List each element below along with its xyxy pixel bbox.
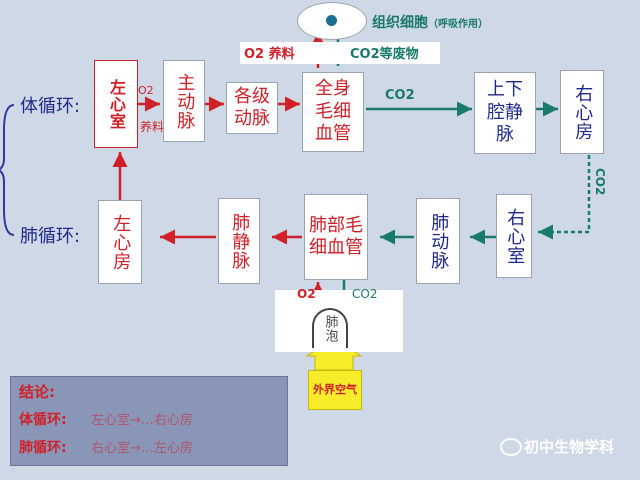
alveolus-co2-label: CO2: [352, 287, 378, 301]
wechat-icon: [500, 438, 522, 456]
systemic-circuit-label: 体循环:: [20, 96, 81, 117]
alveolus-label: 肺泡: [322, 315, 338, 343]
cell-nucleus: [326, 15, 337, 26]
co2-right-label: CO2: [593, 168, 607, 196]
right-ventricle-label: 右心室: [504, 207, 526, 265]
circuit-brace: [0, 104, 15, 236]
small-o2-label: O2: [138, 84, 154, 97]
o2-nutrients-label: O2 养料: [244, 47, 295, 62]
conclusion-panel: 结论: 体循环: 左心室→…右心房 肺循环: 右心室→…左心房: [10, 376, 288, 466]
conclusion-systemic-value: 左心室→…右心房: [91, 413, 193, 428]
pulmonary-circuit-label: 肺循环:: [20, 226, 81, 247]
aorta-label: 主动脉: [174, 72, 196, 130]
body-capillaries-box: 全身毛细血管: [302, 72, 364, 152]
right-atrium-label: 右心房: [572, 83, 594, 141]
arteries-box: 各级动脉: [226, 82, 278, 134]
watermark-text: 初中生物学科: [524, 438, 615, 456]
lung-capillaries-label: 肺部毛细血管: [309, 214, 363, 259]
conclusion-pulmonary-value: 右心室→…左心房: [91, 441, 193, 456]
cell-exchange-banner: [240, 42, 440, 64]
aorta-box: 主动脉: [163, 60, 205, 142]
tissue-cell-note: （呼吸作用）: [428, 19, 488, 30]
vena-cava-box: 上下腔静脉: [474, 72, 536, 154]
pulmonary-artery-label: 肺动脉: [428, 212, 450, 270]
arteries-label: 各级动脉: [234, 85, 270, 130]
conclusion-heading: 结论:: [19, 383, 55, 401]
left-ventricle-label: 左心室: [107, 78, 126, 130]
outside-air-box: 外界空气: [308, 370, 362, 410]
left-atrium-label: 左心房: [110, 213, 132, 271]
right-atrium-box: 右心房: [560, 70, 604, 154]
alveolus-o2-label: O2: [297, 287, 316, 301]
tissue-cell-title: 组织细胞（呼吸作用）: [372, 12, 488, 32]
outside-air-label: 外界空气: [313, 383, 357, 397]
body-capillaries-label: 全身毛细血管: [315, 78, 351, 145]
pulmonary-vein-box: 肺静脉: [218, 198, 260, 284]
conclusion-systemic-label: 体循环:: [19, 412, 67, 428]
co2-top-label: CO2: [385, 88, 415, 103]
pulmonary-artery-box: 肺动脉: [416, 198, 460, 284]
tissue-cell-title-text: 组织细胞: [372, 15, 428, 31]
alveolus-shape: 肺泡: [312, 308, 348, 348]
pulmonary-vein-label: 肺静脉: [229, 212, 251, 270]
small-nutrients-label: 养料: [140, 120, 165, 134]
lung-capillaries-box: 肺部毛细血管: [304, 194, 368, 280]
co2-waste-label: CO2等废物: [350, 47, 419, 62]
left-atrium-box: 左心房: [98, 200, 142, 284]
vena-cava-label: 上下腔静脉: [487, 79, 523, 146]
conclusion-pulmonary-label: 肺循环:: [19, 440, 67, 456]
left-ventricle-box: 左心室: [94, 60, 138, 148]
tissue-cell: [297, 2, 367, 40]
right-ventricle-box: 右心室: [496, 194, 532, 278]
arrow-atrium-to-ventricle: [538, 155, 591, 240]
